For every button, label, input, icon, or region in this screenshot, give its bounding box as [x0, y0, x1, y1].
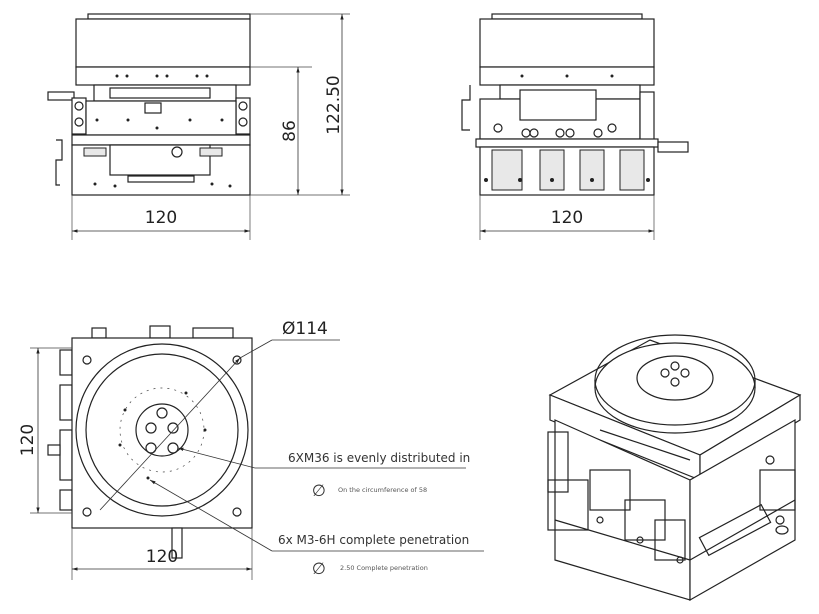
front-view: 86 122.50 120: [47, 13, 350, 240]
note-2-title: 6x M3-6H complete penetration: [278, 533, 469, 547]
isometric-view: [547, 334, 802, 602]
top-height-dim: 120: [18, 424, 38, 456]
note-2-symbol: ∅: [312, 559, 326, 578]
note-2-detail: 2.50 Complete penetration: [340, 564, 428, 572]
top-view: Ø114 120 120 6XM36 is evenly distributed…: [18, 319, 484, 580]
side-width-dim: 120: [551, 208, 583, 228]
side-view: 120: [461, 13, 689, 240]
note-1-title: 6XM36 is evenly distributed in: [288, 451, 470, 465]
note-1-symbol: ∅: [312, 481, 326, 500]
top-width-dim: 120: [146, 547, 178, 567]
height-dim-122-50: 122.50: [324, 75, 344, 134]
note-1-detail: On the circumference of 58: [338, 486, 427, 494]
front-width-dim: 120: [145, 208, 177, 228]
diameter-dim: Ø114: [282, 319, 328, 339]
height-dim-86: 86: [280, 120, 300, 142]
